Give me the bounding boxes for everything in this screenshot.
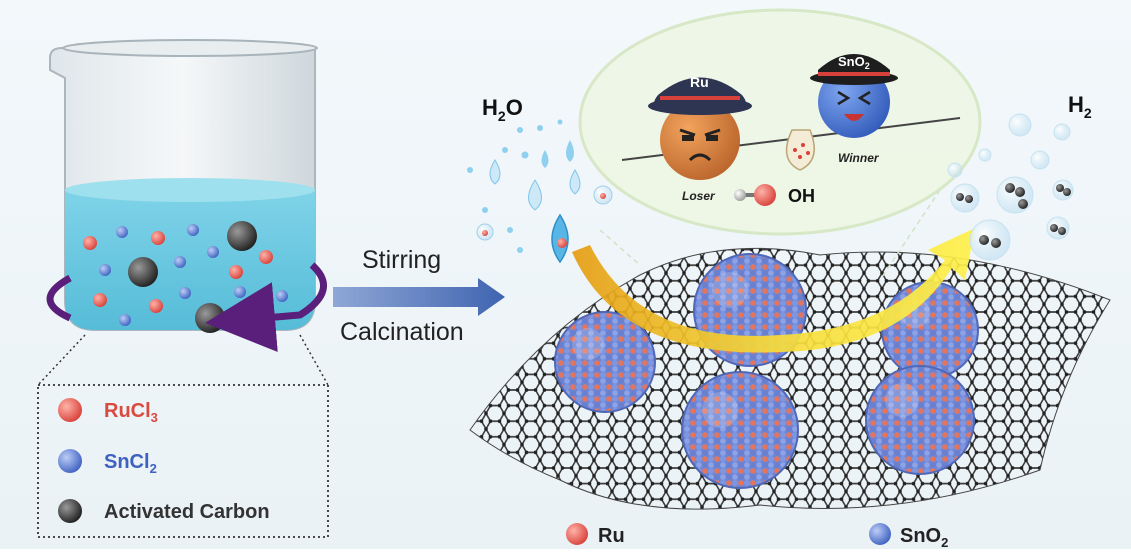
sno2-label: SnO2 [900, 525, 948, 549]
water-droplets: H2O [467, 95, 613, 264]
h2-label: H2 [1068, 92, 1092, 121]
solution-liquid [65, 190, 315, 330]
stir-arrow [205, 262, 327, 352]
process-step: Stirring Calcination [333, 246, 505, 346]
sno2-hat-label: SnO2 [838, 54, 870, 71]
hydroxyl-molecule: OH [734, 184, 815, 206]
rucl3-label: RuCl3 [104, 400, 158, 425]
zoom-inset: Ru Loser SnO2 Winner [578, 8, 982, 281]
ru-legend-swatch [58, 398, 82, 422]
sno2-character: SnO2 Winner [785, 54, 898, 171]
carbon-legend-swatch [58, 499, 82, 523]
reaction-flow-arrow [572, 228, 975, 353]
sno2-swatch [869, 523, 891, 545]
winner-label: Winner [838, 151, 880, 165]
nanoparticle [554, 311, 656, 413]
ru-hat-label: Ru [690, 74, 709, 90]
process-arrow [333, 278, 505, 316]
ru-swatch [566, 523, 588, 545]
ru-character: Ru Loser [648, 74, 752, 203]
oh-label: OH [788, 186, 815, 206]
sncl2-label: SnCl2 [104, 451, 157, 476]
product-legend: Ru SnO2 [566, 523, 948, 550]
nanoparticle [865, 365, 975, 475]
calcination-label: Calcination [340, 318, 464, 346]
nanoparticle [681, 371, 799, 489]
stirring-label: Stirring [362, 246, 441, 274]
hydrogen-bubbles: H2 [947, 92, 1092, 261]
nanoparticle [881, 281, 979, 379]
activated-carbon-label: Activated Carbon [104, 501, 270, 523]
beaker [46, 39, 327, 352]
h2o-label: H2O [482, 95, 523, 124]
loser-label: Loser [682, 189, 716, 203]
ru-label: Ru [598, 525, 625, 547]
reagent-legend: RuCl3 SnCl2 Activated Carbon [37, 384, 329, 538]
sn-legend-swatch [58, 449, 82, 473]
bag-icon [785, 129, 815, 171]
